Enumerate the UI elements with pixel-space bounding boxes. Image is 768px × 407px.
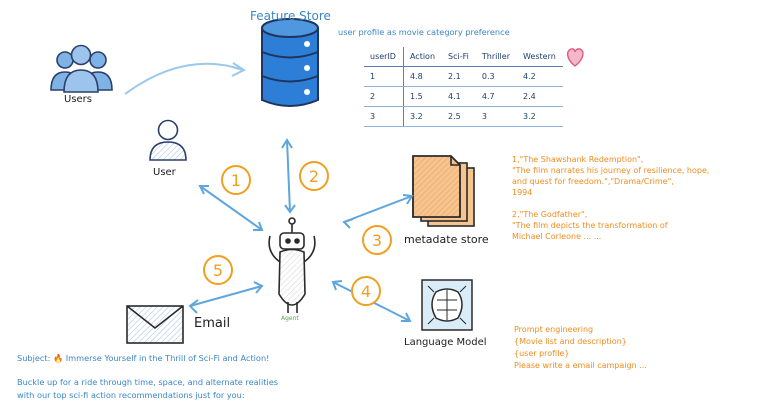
feature-store-subtitle: user profile as movie category preferenc… xyxy=(338,27,510,37)
metadata-line xyxy=(512,198,709,209)
user-label: User xyxy=(153,167,176,178)
preference-table-header: userID Action Sci-Fi Thriller Western xyxy=(364,47,563,67)
documents-icon xyxy=(412,155,475,227)
table-row: 2 1.5 4.1 4.7 2.4 xyxy=(364,86,563,107)
table-cell: 2.1 xyxy=(442,66,476,87)
step-circle-3 xyxy=(362,225,392,255)
metadata-line: 1994 xyxy=(512,188,533,197)
column-header: userID xyxy=(364,47,404,67)
column-header: Thriller xyxy=(475,47,517,67)
table-cell: 1.5 xyxy=(403,86,443,107)
metadata-line: "The film depicts the transformation of xyxy=(512,221,668,230)
heart-icon xyxy=(566,48,584,67)
column-header: Western xyxy=(516,47,563,67)
table-cell: 2.4 xyxy=(516,86,563,107)
envelope-icon xyxy=(126,305,184,344)
column-header: Sci-Fi xyxy=(442,47,476,67)
step-circle-5 xyxy=(203,255,233,285)
metadata-text-block: 1,"The Shawshank Redemption", "The film … xyxy=(512,154,709,242)
table-cell: 0.3 xyxy=(475,66,517,87)
brain-chip-icon xyxy=(421,279,473,331)
metadata-line: 2,"The Godfather", xyxy=(512,210,588,219)
prompt-line: {user profile} xyxy=(514,349,570,358)
users-group-icon xyxy=(50,44,113,93)
email-label: Email xyxy=(194,316,231,331)
table-cell: 3.2 xyxy=(516,106,563,127)
prompt-text-block: Prompt engineering {Movie list and descr… xyxy=(514,324,647,372)
users-label: Users xyxy=(64,94,93,105)
prompt-line: {Movie list and description} xyxy=(514,337,627,346)
table-row: 3 3.2 2.5 3 3.2 xyxy=(364,106,563,127)
language-model-label: Language Model xyxy=(404,337,487,348)
arrow-store-agent xyxy=(286,139,291,213)
step-number-1: 1 xyxy=(231,171,241,190)
arrow-email-agent xyxy=(189,285,263,307)
table-cell: 2.5 xyxy=(442,106,476,127)
table-cell: 3 xyxy=(475,106,517,127)
metadata-line: and quest for freedom.","Drama/Crime", xyxy=(512,177,674,186)
table-cell: 4.7 xyxy=(475,86,517,107)
table-cell: 4.8 xyxy=(403,66,443,87)
email-body-line: with our top sci-fi action recommendatio… xyxy=(17,390,245,400)
arrow-user-agent xyxy=(199,185,263,231)
table-cell: 4.1 xyxy=(442,86,476,107)
table-cell: 3.2 xyxy=(403,106,443,127)
email-body-line: Buckle up for a ride through time, space… xyxy=(17,377,279,387)
metadata-line: 1,"The Shawshank Redemption", xyxy=(512,155,644,164)
metadata-line: Michael Corleone ... ... xyxy=(512,232,602,241)
table-row: 1 4.8 2.1 0.3 4.2 xyxy=(364,66,563,87)
preference-table: userID Action Sci-Fi Thriller Western 1 … xyxy=(364,47,563,127)
step-circle-1 xyxy=(221,165,251,195)
step-markers xyxy=(203,161,392,306)
robot-icon xyxy=(268,217,316,313)
table-cell: 1 xyxy=(364,66,404,87)
arrow-users-to-store xyxy=(124,62,244,95)
prompt-line: Prompt engineering xyxy=(514,325,594,334)
column-header: Action xyxy=(403,47,443,67)
step-circle-4 xyxy=(351,276,381,306)
metadata-line: "The film narrates his journey of resili… xyxy=(512,166,710,175)
arrow-metadata-agent xyxy=(343,195,413,223)
table-cell: 4.2 xyxy=(516,66,563,87)
prompt-line: Please write a email campaign ... xyxy=(514,361,647,370)
step-number-4: 4 xyxy=(361,282,371,301)
agent-label: Agent xyxy=(281,315,299,322)
step-number-3: 3 xyxy=(372,231,382,250)
step-number-5: 5 xyxy=(213,261,223,280)
step-circle-2 xyxy=(299,161,329,191)
flow-arrows xyxy=(188,138,414,322)
metadata-store-label: metadate store xyxy=(404,233,489,246)
step-number-2: 2 xyxy=(309,167,319,186)
user-icon xyxy=(149,119,187,161)
email-subject: Subject: 🔥 Immerse Yourself in the Thril… xyxy=(17,353,270,363)
feature-store-title: Feature Store xyxy=(250,9,331,23)
table-cell: 3 xyxy=(364,106,404,127)
database-icon xyxy=(261,18,319,107)
table-cell: 2 xyxy=(364,86,404,107)
